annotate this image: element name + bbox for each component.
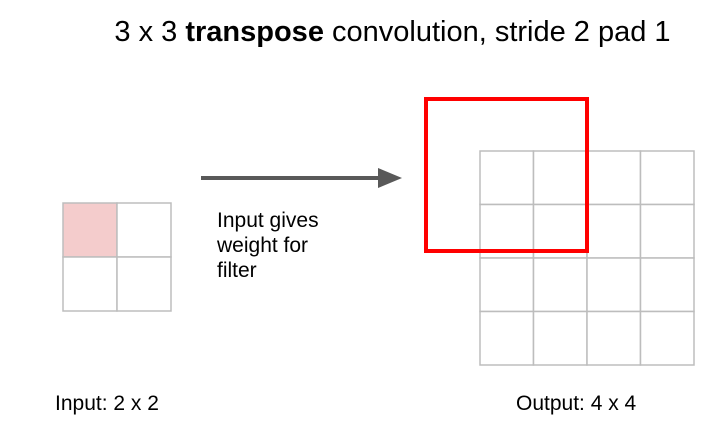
- grid-cell: [479, 150, 535, 206]
- title-prefix: 3 x 3: [114, 16, 186, 48]
- grid-cell: [586, 310, 642, 366]
- arrow-label-line: Input gives: [217, 209, 319, 232]
- input-grid: [62, 202, 172, 312]
- grid-cell: [639, 310, 695, 366]
- arrow-label-line: weight for: [217, 234, 309, 257]
- grid-cell: [639, 150, 695, 206]
- arrow-head: [378, 168, 402, 188]
- grid-cell: [532, 150, 588, 206]
- diagram-title: 3 x 3 transpose convolution, stride 2 pa…: [0, 14, 719, 50]
- grid-cell: [586, 257, 642, 313]
- grid-cell: [639, 257, 695, 313]
- grid-cell: [479, 310, 535, 366]
- grid-cell: [639, 203, 695, 259]
- grid-cell: [532, 310, 588, 366]
- grid-cell: [62, 256, 118, 312]
- grid-cell: [116, 202, 172, 258]
- grid-cell-highlighted: [62, 202, 118, 258]
- input-caption: Input: 2 x 2: [55, 392, 159, 415]
- grid-cell: [479, 257, 535, 313]
- arrow: [201, 168, 402, 188]
- filter-outline: [424, 97, 589, 253]
- grid-cell: [586, 203, 642, 259]
- output-grid: [479, 150, 695, 366]
- arrow-label-line: filter: [217, 259, 257, 282]
- title-bold-word: transpose: [185, 16, 324, 48]
- grid-cell: [532, 257, 588, 313]
- grid-cell: [586, 150, 642, 206]
- title-suffix: convolution, stride 2 pad 1: [323, 16, 671, 48]
- grid-cell: [116, 256, 172, 312]
- arrow-label: Input gives weight for filter: [217, 208, 367, 283]
- output-caption: Output: 4 x 4: [516, 392, 637, 415]
